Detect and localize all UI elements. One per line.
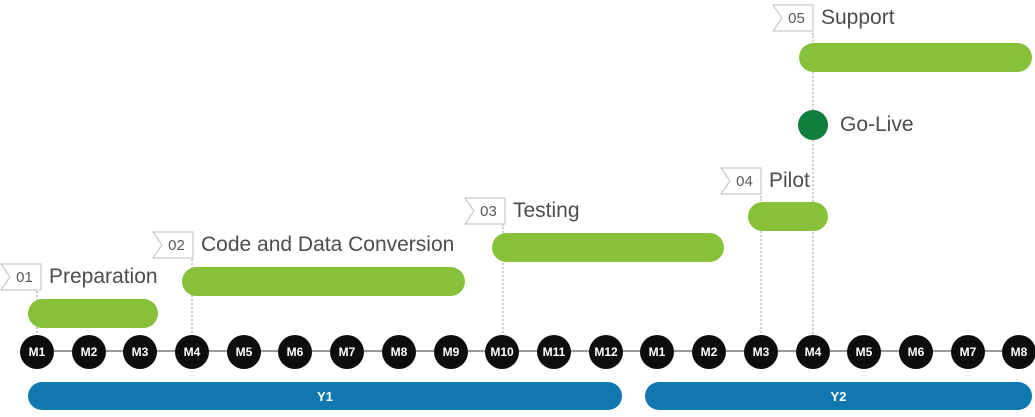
- dashed-guide-line-testing: [502, 224, 504, 345]
- month-marker: M2: [692, 335, 726, 369]
- month-marker: M9: [434, 335, 468, 369]
- phase-title: Preparation: [49, 265, 158, 288]
- month-marker: M3: [744, 335, 778, 369]
- month-marker: M7: [951, 335, 985, 369]
- year-bar-y2: Y2: [645, 382, 1032, 410]
- phase-number: 01: [16, 268, 33, 286]
- flag-banner-icon: 03: [464, 197, 506, 225]
- phase-title: Testing: [513, 199, 580, 222]
- dashed-guide-line-support: [812, 33, 814, 345]
- month-marker: M10: [485, 335, 519, 369]
- month-marker: M4: [175, 335, 209, 369]
- month-marker: M3: [123, 335, 157, 369]
- phase-label-preparation: 01 Preparation: [0, 263, 158, 291]
- phase-number: 03: [480, 202, 497, 220]
- month-marker: M6: [278, 335, 312, 369]
- phase-label-support: 05 Support: [772, 4, 895, 32]
- year-bar-y1: Y1: [28, 382, 622, 410]
- phase-label-pilot: 04 Pilot: [720, 167, 810, 195]
- month-marker: M8: [1002, 335, 1035, 369]
- month-marker: M1: [20, 335, 54, 369]
- phase-bar-testing: [492, 233, 724, 262]
- phase-number: 02: [168, 236, 185, 254]
- month-marker: M7: [330, 335, 364, 369]
- month-marker: M11: [537, 335, 571, 369]
- timeline-axis-line: [25, 350, 1030, 352]
- month-marker: M6: [899, 335, 933, 369]
- phase-number: 05: [788, 9, 805, 27]
- phase-bar-preparation: [28, 299, 158, 328]
- flag-banner-icon: 02: [152, 231, 194, 259]
- month-marker: M4: [796, 335, 830, 369]
- phase-title: Pilot: [769, 169, 810, 192]
- month-marker: M5: [227, 335, 261, 369]
- phase-label-code-data-conversion: 02 Code and Data Conversion: [152, 231, 454, 259]
- flag-banner-icon: 05: [772, 4, 814, 32]
- flag-banner-icon: 04: [720, 167, 762, 195]
- phase-bar-pilot: [748, 202, 828, 231]
- dashed-guide-line-pilot: [760, 196, 762, 345]
- month-marker: M5: [847, 335, 881, 369]
- month-marker: M2: [72, 335, 106, 369]
- month-marker: M1: [640, 335, 674, 369]
- phase-bar-code-data-conversion: [182, 267, 465, 296]
- phase-number: 04: [736, 172, 753, 190]
- golive-label: Go-Live: [840, 113, 914, 136]
- flag-banner-icon: 01: [0, 263, 42, 291]
- phase-title: Support: [821, 6, 895, 29]
- phase-bar-support: [799, 43, 1032, 72]
- phase-label-testing: 03 Testing: [464, 197, 580, 225]
- month-marker: M12: [589, 335, 623, 369]
- month-marker: M8: [382, 335, 416, 369]
- golive-milestone-dot: [798, 110, 828, 140]
- phase-title: Code and Data Conversion: [201, 233, 455, 256]
- dashed-guide-line-code-conversion: [191, 259, 193, 345]
